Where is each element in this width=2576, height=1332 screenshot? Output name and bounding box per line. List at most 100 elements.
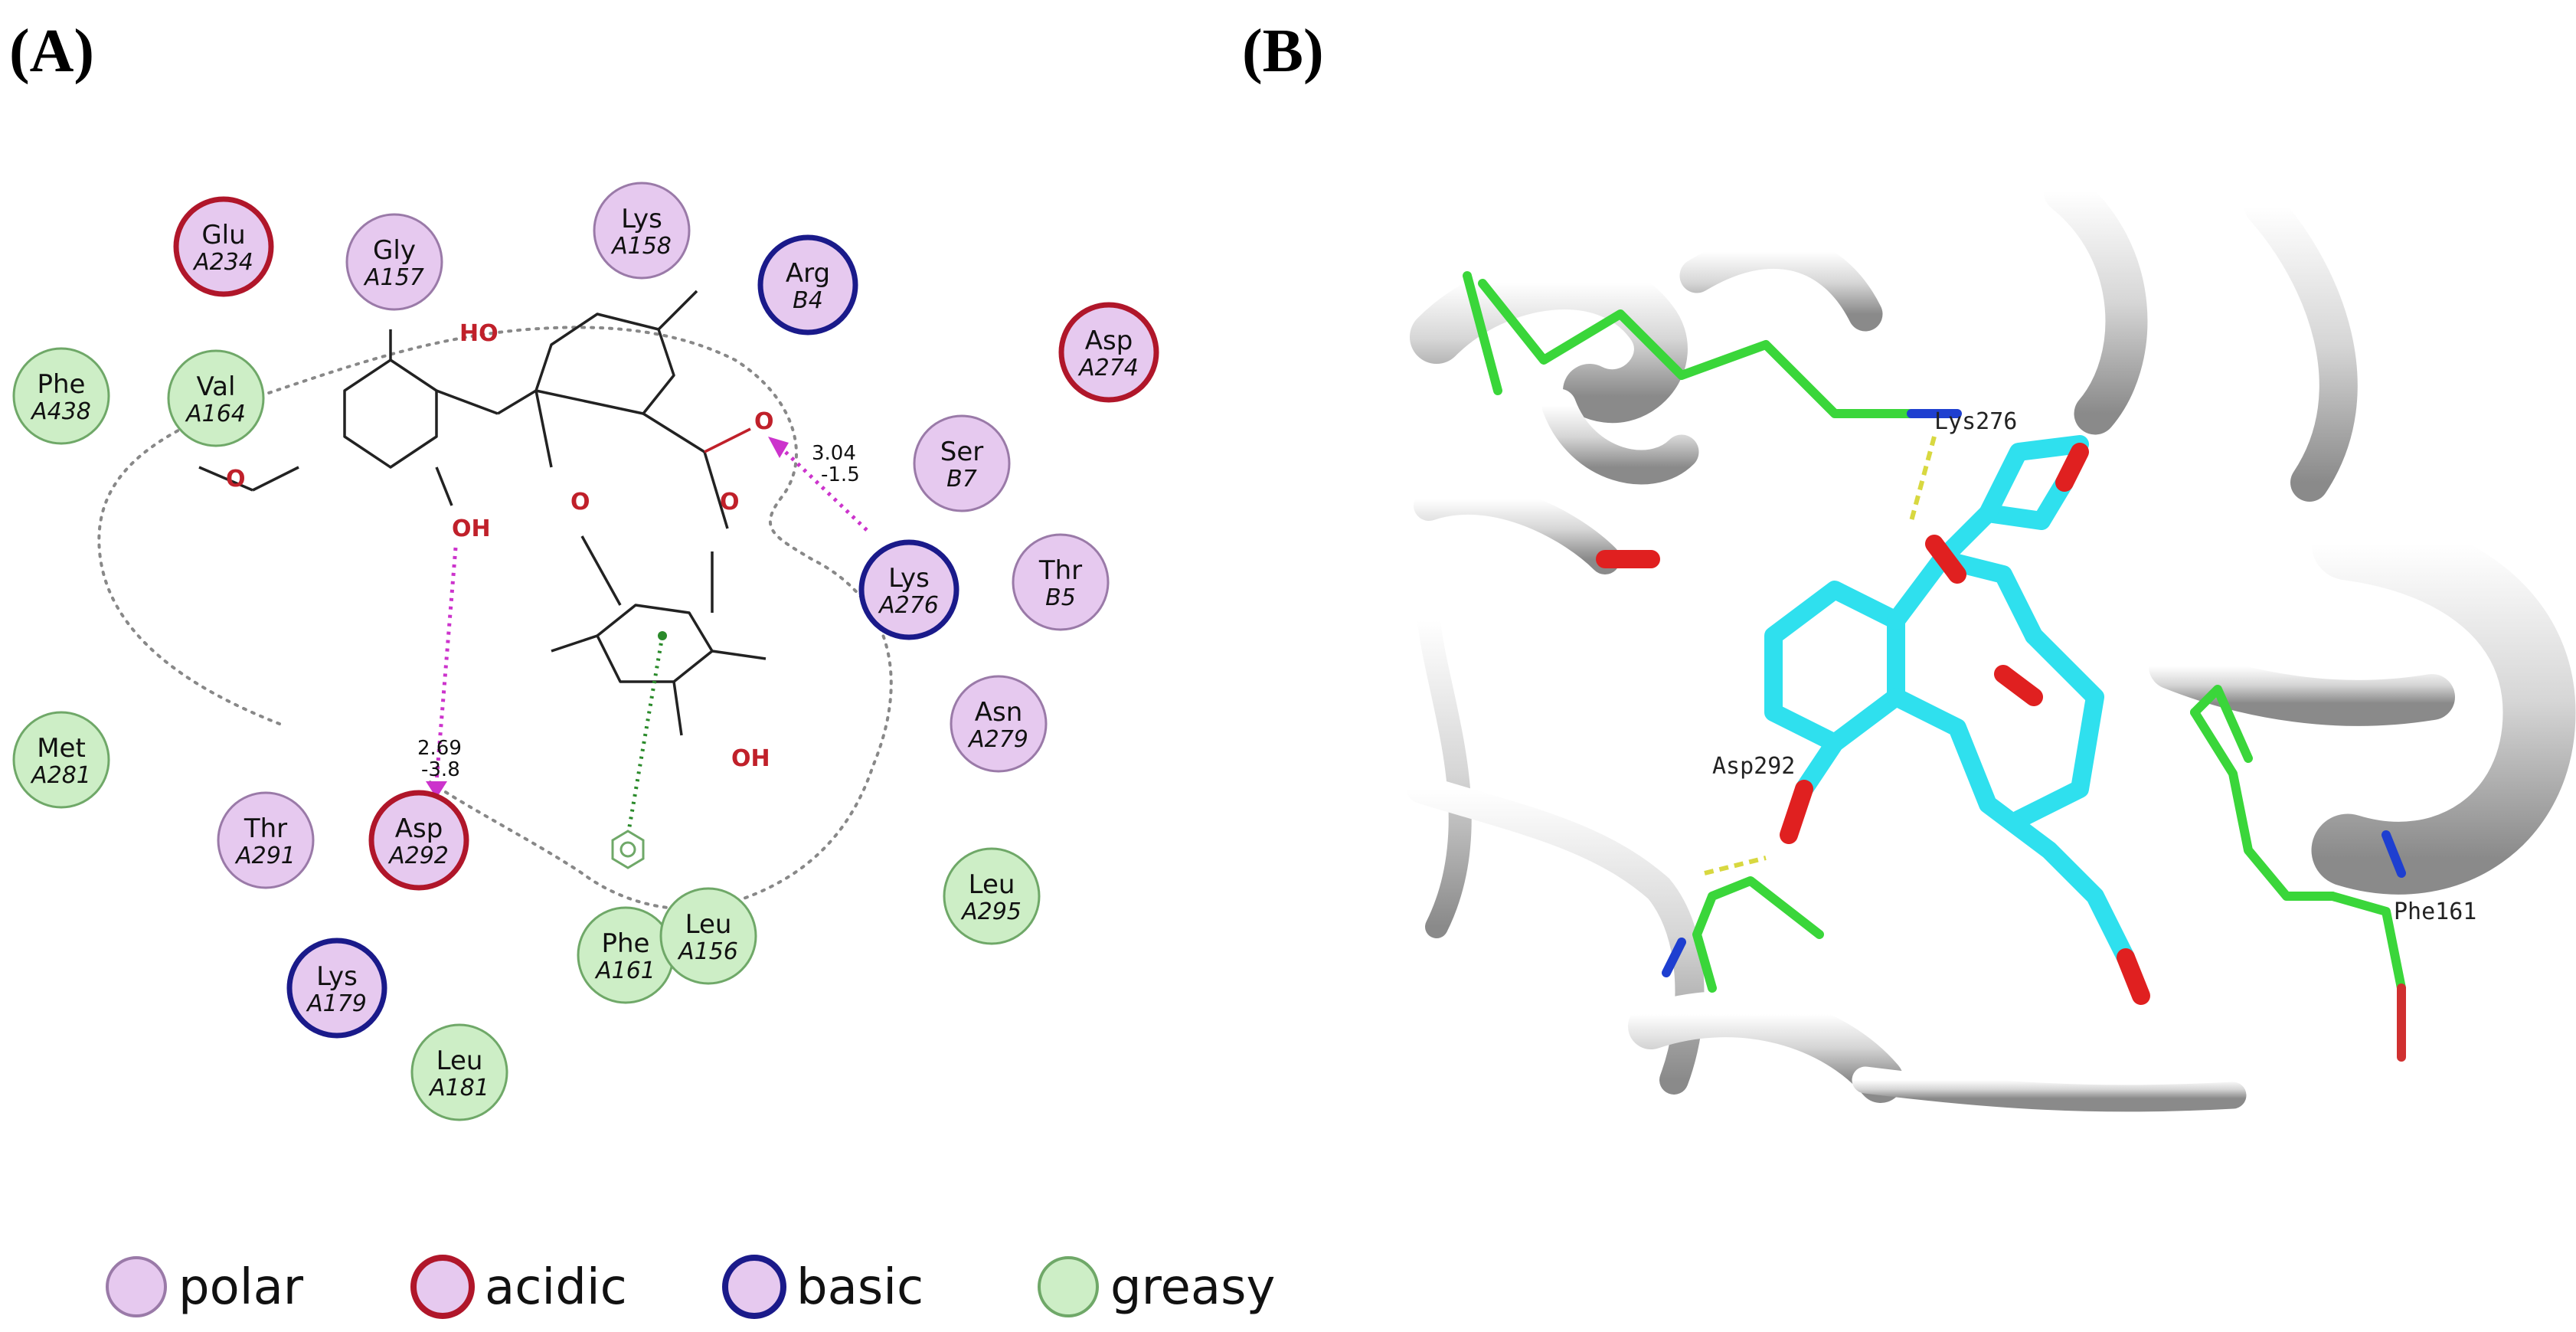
residue-id: A179 bbox=[306, 990, 367, 1017]
residue-id: A438 bbox=[30, 398, 91, 425]
md-label-asp: Asp292 bbox=[1712, 753, 1795, 780]
residue-id: A158 bbox=[610, 233, 672, 260]
residue-name: Ser bbox=[940, 437, 984, 467]
residue-name: Arg bbox=[786, 258, 830, 289]
md-label-lys: Lys276 bbox=[1934, 408, 2017, 435]
residue-disc bbox=[1012, 533, 1110, 631]
residue-disc bbox=[167, 349, 265, 447]
residue-disc bbox=[345, 213, 443, 311]
residue-id: A181 bbox=[428, 1075, 489, 1101]
residue-name: Phe bbox=[38, 369, 86, 400]
residue-id: A291 bbox=[234, 843, 296, 869]
residue-id: A161 bbox=[594, 957, 655, 984]
carbonyl-bond bbox=[704, 427, 751, 453]
residue-id: A276 bbox=[878, 592, 939, 619]
interaction-diagram: HO O O O O OH OH 3.04 -1.5 2.69 -3.8 Glu… bbox=[12, 182, 1275, 1319]
energy-lys276: -1.5 bbox=[821, 463, 860, 486]
residue-disc bbox=[286, 938, 387, 1039]
heteroatom-tips bbox=[1662, 409, 2406, 1062]
residue-name: Lys bbox=[621, 204, 662, 234]
panel-label-a: (A) bbox=[9, 18, 95, 85]
residue-name: Lys bbox=[316, 961, 358, 992]
phenyl-marker-icon bbox=[611, 830, 645, 869]
residue-id: A295 bbox=[960, 898, 1022, 925]
residue-name: Glu bbox=[201, 220, 245, 250]
residue-name: Leu bbox=[969, 869, 1015, 900]
legend-swatch bbox=[106, 1256, 167, 1317]
legend-item-acidic: acidic bbox=[410, 1255, 627, 1319]
atom-o-ring-right: O bbox=[720, 489, 740, 515]
residue-id: B5 bbox=[1045, 584, 1076, 611]
residue-disc bbox=[410, 1023, 508, 1121]
residue-id: A164 bbox=[185, 401, 246, 427]
pi-center-dot bbox=[658, 631, 667, 640]
residue-id: A279 bbox=[967, 726, 1028, 753]
atom-o-carbonyl: O bbox=[754, 408, 774, 435]
panel-label-b: (B) bbox=[1242, 18, 1324, 85]
atom-o-methoxy: O bbox=[226, 466, 246, 493]
residue-disc bbox=[173, 196, 274, 297]
legend-swatch bbox=[410, 1255, 475, 1319]
residue-id: A157 bbox=[363, 264, 424, 291]
residue-id: A292 bbox=[387, 843, 449, 869]
residue-id: A156 bbox=[677, 938, 738, 965]
atom-o-ring-left: O bbox=[570, 489, 590, 515]
residue-disc bbox=[913, 414, 1011, 512]
dist-asp292: 2.69 bbox=[417, 737, 462, 760]
protein-ribbons bbox=[1407, 170, 2576, 1112]
residue-name: Leu bbox=[436, 1046, 483, 1076]
legend-label: polar bbox=[178, 1259, 304, 1316]
residue-disc bbox=[950, 675, 1048, 773]
residue-disc bbox=[12, 347, 110, 445]
md-label-phe: Phe161 bbox=[2394, 898, 2476, 925]
residue-name: Leu bbox=[685, 909, 732, 940]
legend-label: basic bbox=[796, 1259, 924, 1316]
ligand-skeleton bbox=[198, 290, 767, 736]
residue-disc bbox=[858, 539, 959, 640]
atom-ho-top: HO bbox=[459, 320, 499, 347]
residue-disc bbox=[757, 234, 858, 335]
residue-name: Met bbox=[37, 733, 86, 764]
residue-disc bbox=[659, 887, 757, 985]
legend-label: greasy bbox=[1110, 1259, 1275, 1316]
legend-label: acidic bbox=[485, 1259, 627, 1316]
legend: polar acidic basic greasy bbox=[106, 1255, 1275, 1319]
docking-3d-view: Lys276 Asp292 Phe161 bbox=[1406, 161, 2576, 1134]
legend-item-greasy: greasy bbox=[1038, 1256, 1275, 1317]
residue-name: Asn bbox=[975, 697, 1023, 728]
legend-item-polar: polar bbox=[106, 1256, 304, 1317]
residue-name: Phe bbox=[602, 928, 650, 959]
hbond-dashes-3d bbox=[1704, 436, 1937, 875]
legend-swatch bbox=[722, 1255, 786, 1319]
ligand-oxygens bbox=[1596, 443, 2150, 1005]
residue-id: B4 bbox=[793, 287, 823, 314]
residue-id: A234 bbox=[192, 249, 253, 276]
residue-name: Gly bbox=[373, 235, 416, 266]
residue-id: A281 bbox=[30, 762, 91, 789]
dist-lys276: 3.04 bbox=[812, 442, 856, 465]
residue-name: Val bbox=[197, 371, 236, 402]
atom-oh-right: OH bbox=[731, 745, 770, 772]
residue-disc bbox=[1058, 302, 1159, 403]
legend-swatch bbox=[1038, 1256, 1099, 1317]
atom-oh-left: OH bbox=[452, 515, 491, 542]
residue-id: B7 bbox=[946, 466, 977, 493]
